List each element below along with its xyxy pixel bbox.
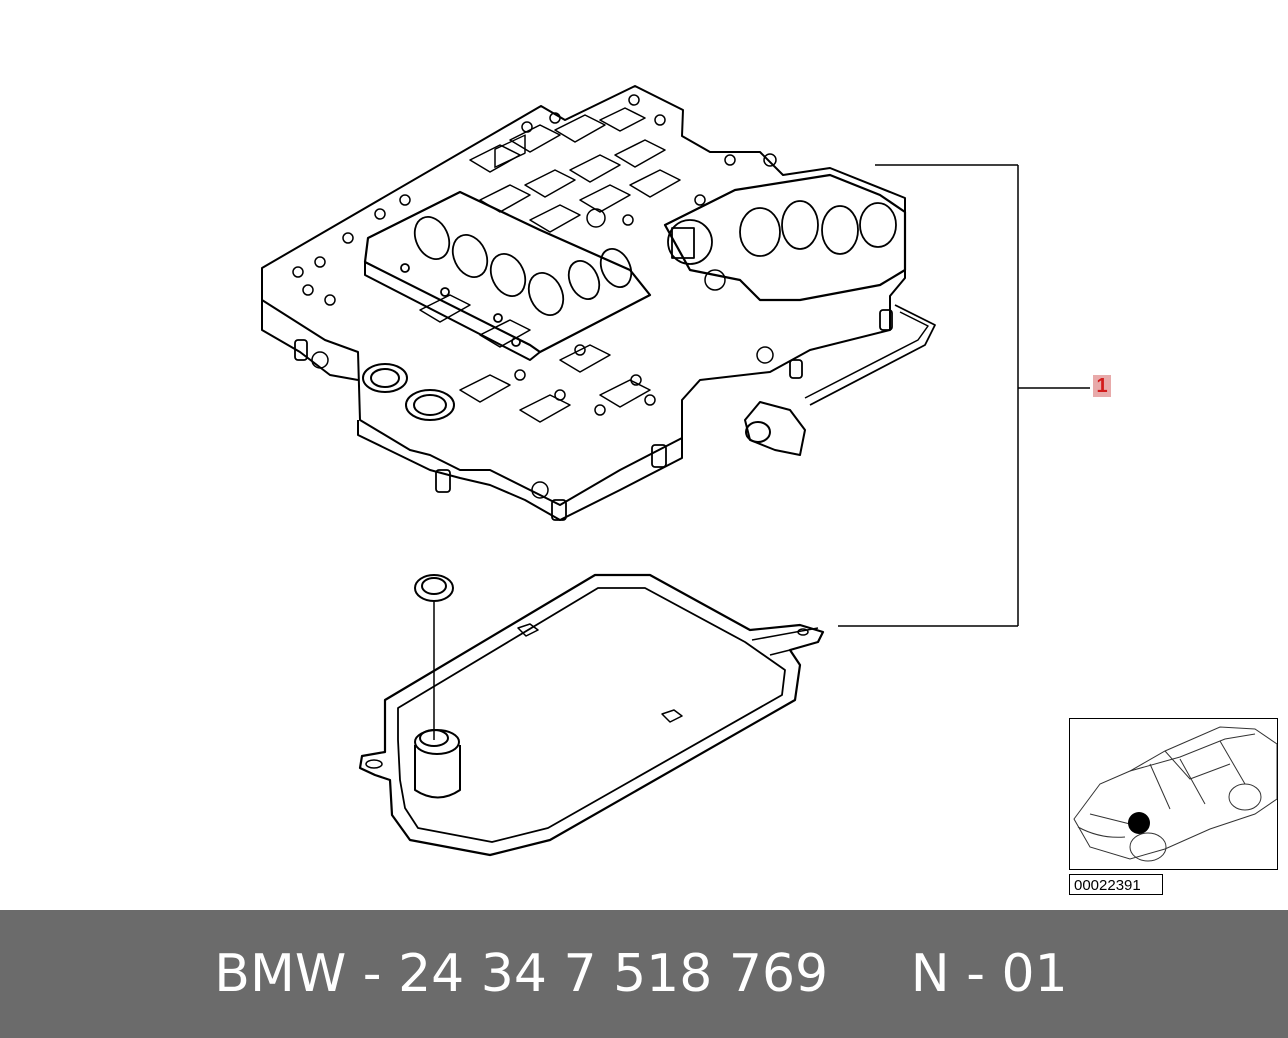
part-number: 24 34 7 518 769 [398,944,829,1004]
vehicle-location-thumbnail [1069,718,1278,870]
diagram-ref: N - 01 [910,944,1068,1004]
thumbnail-code: 00022391 [1069,874,1163,895]
callout-bracket [838,164,1090,627]
car-outline-icon [1073,726,1277,862]
filter-illustration [358,573,825,857]
brand: BMW [214,944,347,1004]
footer-bar: BMW - 24 34 7 518 769 N - 01 [0,910,1288,1038]
footer-text: BMW - 24 34 7 518 769 N - 01 [214,944,1068,1004]
parts-diagram [261,85,1090,857]
valve-body-illustration [261,85,936,521]
location-marker-icon [1128,812,1150,834]
callout-label: 1 [1093,375,1111,397]
